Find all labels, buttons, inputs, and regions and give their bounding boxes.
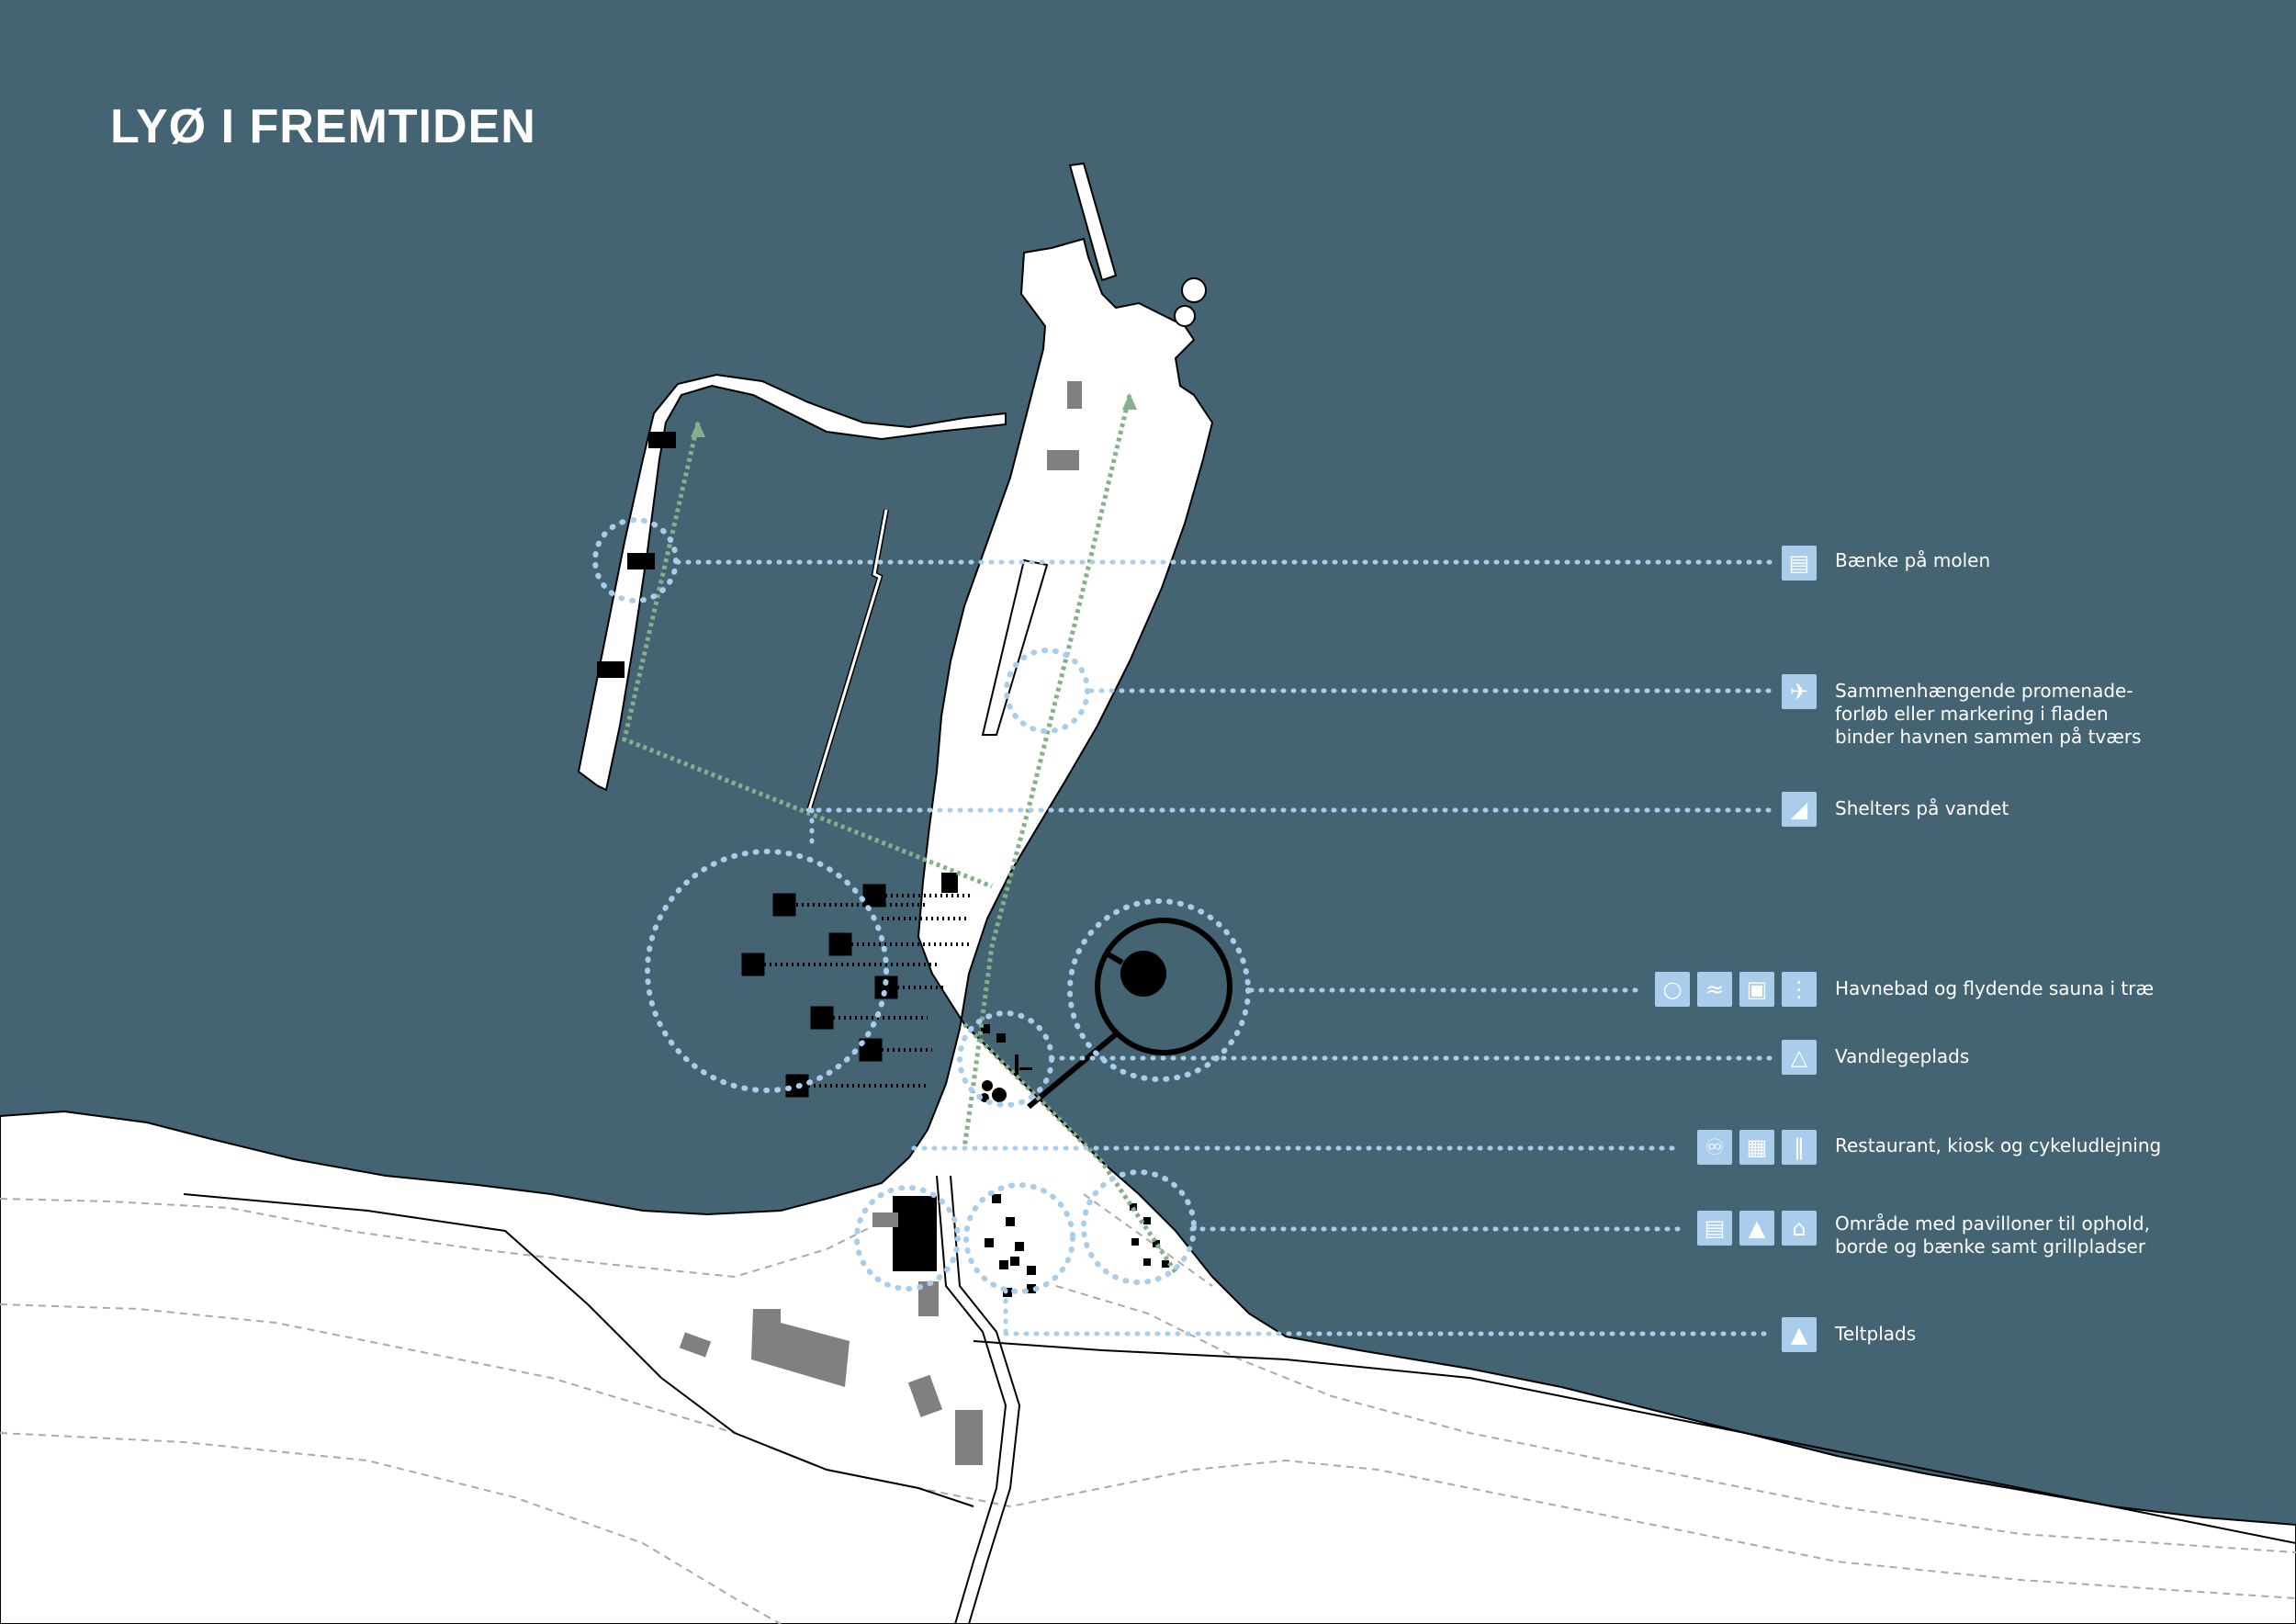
picnic-table-icon: ▤ — [1697, 1211, 1732, 1246]
shelter-icon: ◢ — [1782, 792, 1817, 827]
building-main — [751, 1309, 850, 1387]
legend-label-benches: Bænke på molen — [1835, 549, 1991, 571]
kiosk-icon: ▦ — [1739, 1130, 1774, 1165]
bicycle-icon: ♾ — [1697, 1130, 1732, 1165]
land-objects — [980, 1024, 1169, 1297]
harbour-bath — [1027, 918, 1232, 1110]
pavilion-icon: ⌂ — [1782, 1211, 1817, 1246]
cutlery-icon: ‖ — [1782, 1130, 1817, 1165]
west-breakwater — [577, 373, 1007, 792]
legend-label-water-playground: Vandlegeplads — [1835, 1045, 1970, 1067]
legend-label-campsite: Teltplads — [1835, 1323, 1917, 1345]
swimmer-icon: ≈ — [1697, 972, 1732, 1007]
pier-north — [1068, 162, 1118, 282]
legend-label-restaurant: Restaurant, kiosk og cykeludlejning — [1835, 1134, 2162, 1156]
kiosk-block — [941, 873, 958, 893]
building-grey — [918, 1281, 939, 1316]
promenade-arrows — [691, 393, 1137, 437]
building-shed-2 — [955, 1410, 983, 1465]
page-title: LYØ I FREMTIDEN — [110, 100, 536, 153]
picnic-bench-icon: ▤ — [1782, 546, 1817, 581]
tent-icon: ▲ — [1782, 1317, 1817, 1352]
inner-jetty-fill — [806, 509, 888, 814]
legend-label-pavilions: Område med pavilloner til ophold, borde … — [1835, 1212, 2150, 1257]
walking-person-icon: ✈ — [1782, 674, 1817, 709]
building-shed-1 — [907, 1374, 943, 1417]
water-play-icon: △ — [1782, 1040, 1817, 1075]
legend-label-promenade: Sammenhængende promenade- forløb eller m… — [1835, 680, 2142, 748]
legend-label-shelters: Shelters på vandet — [1835, 797, 2009, 819]
buildings — [679, 381, 1082, 1465]
shelter-docks — [741, 884, 974, 1098]
building-small — [679, 1332, 712, 1358]
legend-label-harbour-bath: Havnebad og flydende sauna i træ — [1835, 977, 2155, 999]
buoys — [1174, 277, 1207, 327]
pier-building-1 — [1067, 381, 1082, 409]
sauna-square-icon: ▣ — [1739, 972, 1774, 1007]
breakwater-segments — [597, 432, 676, 678]
promenade-paths — [622, 394, 1178, 1274]
grill-icon: ▲ — [1739, 1211, 1774, 1246]
pier-building-2 — [1047, 450, 1079, 470]
leader-lines — [675, 559, 1775, 1336]
building-dark — [893, 1196, 937, 1271]
main-quay — [981, 558, 1049, 736]
land-area — [0, 237, 2296, 1624]
road — [183, 1175, 2296, 1624]
building-annex — [872, 1212, 898, 1227]
contour-lines — [0, 1193, 2296, 1624]
shower-icon: ⋮ — [1782, 972, 1817, 1007]
circle-icon: ○ — [1655, 972, 1690, 1007]
